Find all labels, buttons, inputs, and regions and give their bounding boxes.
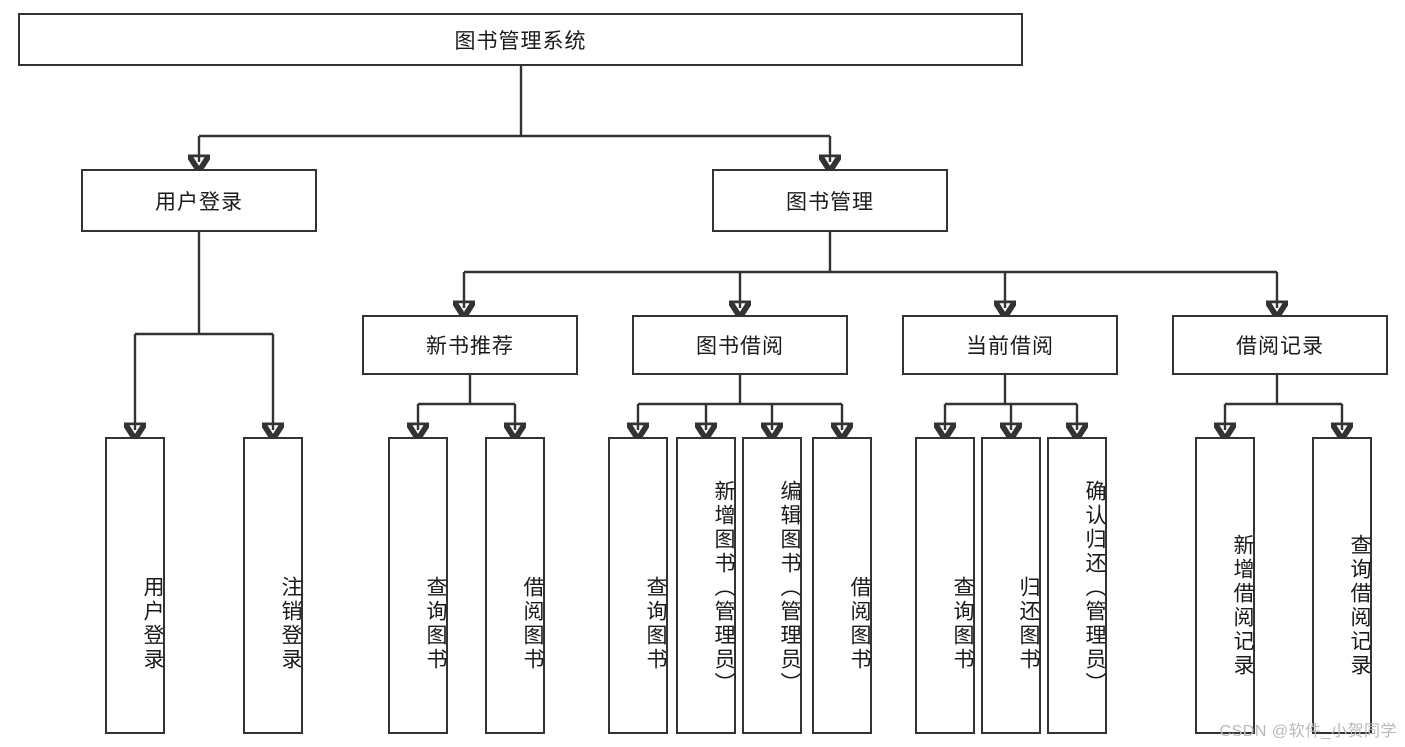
node-current-borrow[interactable]: 当前借阅 <box>902 315 1118 375</box>
node-label: 新增借阅记录 <box>1231 533 1254 678</box>
node-book-management[interactable]: 图书管理 <box>712 169 948 232</box>
node-label: 查询图书 <box>424 575 447 672</box>
node-label: 用户登录 <box>141 575 164 672</box>
node-leaf-query-book-recommend[interactable]: 查询图书 <box>388 437 448 734</box>
node-label: 新增图书（管理员） <box>712 479 735 696</box>
node-leaf-return-book[interactable]: 归还图书 <box>981 437 1041 734</box>
node-label: 查询图书 <box>951 575 974 672</box>
node-label: 用户登录 <box>155 190 243 214</box>
node-new-book-recommend[interactable]: 新书推荐 <box>362 315 578 375</box>
node-label: 注销登录 <box>279 575 302 672</box>
node-leaf-add-book-admin[interactable]: 新增图书（管理员） <box>676 437 736 734</box>
node-label: 借阅图书 <box>848 575 871 672</box>
node-label: 图书管理系统 <box>454 29 587 53</box>
node-user-login[interactable]: 用户登录 <box>81 169 317 232</box>
node-label: 编辑图书（管理员） <box>778 479 801 696</box>
node-label: 确认归还（管理员） <box>1083 479 1106 696</box>
node-leaf-logout-login[interactable]: 注销登录 <box>243 437 303 734</box>
node-label: 归还图书 <box>1017 575 1040 672</box>
node-leaf-borrow-book[interactable]: 借阅图书 <box>812 437 872 734</box>
node-root-book-management-system[interactable]: 图书管理系统 <box>18 13 1023 66</box>
node-label: 借阅记录 <box>1236 335 1324 358</box>
node-borrow-record[interactable]: 借阅记录 <box>1172 315 1388 375</box>
node-leaf-add-borrow-record[interactable]: 新增借阅记录 <box>1195 437 1255 734</box>
node-label: 图书管理 <box>786 190 874 214</box>
node-label: 借阅图书 <box>521 575 544 672</box>
node-label: 查询图书 <box>644 575 667 672</box>
node-book-borrow[interactable]: 图书借阅 <box>632 315 848 375</box>
node-label: 新书推荐 <box>426 335 514 358</box>
node-leaf-query-book-current[interactable]: 查询图书 <box>915 437 975 734</box>
node-leaf-user-login[interactable]: 用户登录 <box>105 437 165 734</box>
node-label: 当前借阅 <box>966 335 1054 358</box>
node-label: 查询借阅记录 <box>1348 533 1371 678</box>
node-label: 图书借阅 <box>696 335 784 358</box>
node-leaf-edit-book-admin[interactable]: 编辑图书（管理员） <box>742 437 802 734</box>
node-leaf-query-borrow-record[interactable]: 查询借阅记录 <box>1312 437 1372 734</box>
node-leaf-borrow-book-recommend[interactable]: 借阅图书 <box>485 437 545 734</box>
node-leaf-confirm-return-admin[interactable]: 确认归还（管理员） <box>1047 437 1107 734</box>
node-leaf-query-book-borrow[interactable]: 查询图书 <box>608 437 668 734</box>
